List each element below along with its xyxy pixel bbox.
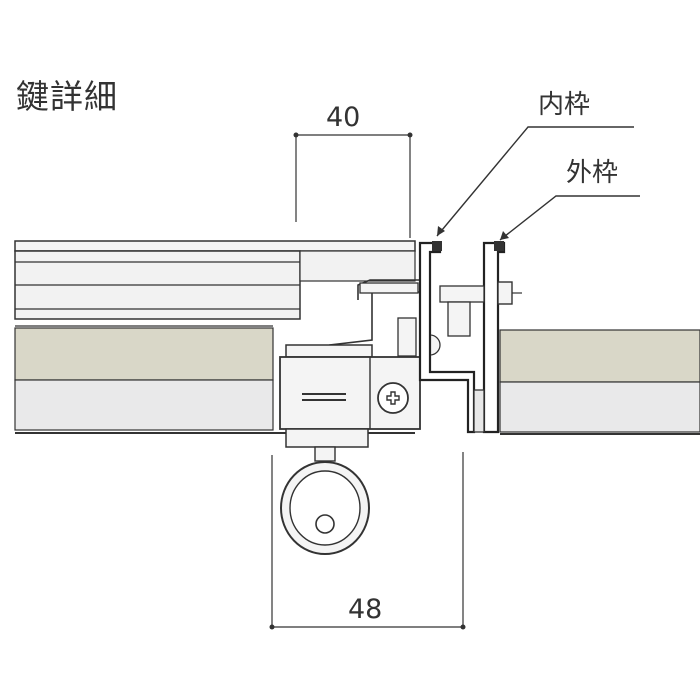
dimension-top: [293, 132, 413, 238]
lock-mechanism: [279, 279, 441, 555]
key-hole: [315, 514, 335, 534]
dimension-bottom: [269, 452, 466, 630]
frame-fastener-plate: [439, 285, 485, 303]
frame-fastener-body: [447, 301, 471, 337]
inner-frame-arrowhead: [437, 226, 445, 236]
right-board-beige: [499, 329, 700, 383]
key-handle-inner: [289, 470, 361, 546]
inner-frame-leader: [436, 126, 634, 237]
frame-lower-bracket: [473, 389, 485, 433]
left-board-beige: [14, 327, 274, 381]
key-shaft: [314, 446, 336, 462]
left-board-grey: [14, 379, 274, 431]
left-panel-edge: [299, 250, 416, 282]
phillips-screw-icon: [377, 382, 409, 414]
right-board-assembly: [499, 329, 700, 435]
inner-frame-label: 内枠: [538, 90, 591, 120]
frame-bolt-head: [497, 281, 513, 305]
key-cylinder-neck: [285, 428, 369, 448]
lock-bracket-plate: [359, 282, 419, 294]
frame-profiles: [418, 241, 522, 434]
outer-frame-arrowhead: [500, 231, 509, 240]
figure-title: 鍵詳細: [16, 77, 118, 116]
left-top-panel: [14, 240, 416, 252]
lock-fixing-block: [397, 317, 417, 357]
inner-frame-cap: [432, 241, 442, 251]
right-board-grey: [499, 381, 700, 433]
outer-frame-cap: [494, 241, 504, 251]
dimension-bottom-value: 48: [348, 594, 383, 625]
leader-lines: [436, 126, 640, 241]
inner-frame-profile: [418, 241, 476, 434]
outer-frame-leader: [499, 195, 640, 241]
dimension-top-value: 40: [326, 102, 361, 133]
lock-cylinder-top: [285, 344, 373, 358]
outer-frame-label: 外枠: [566, 158, 619, 188]
